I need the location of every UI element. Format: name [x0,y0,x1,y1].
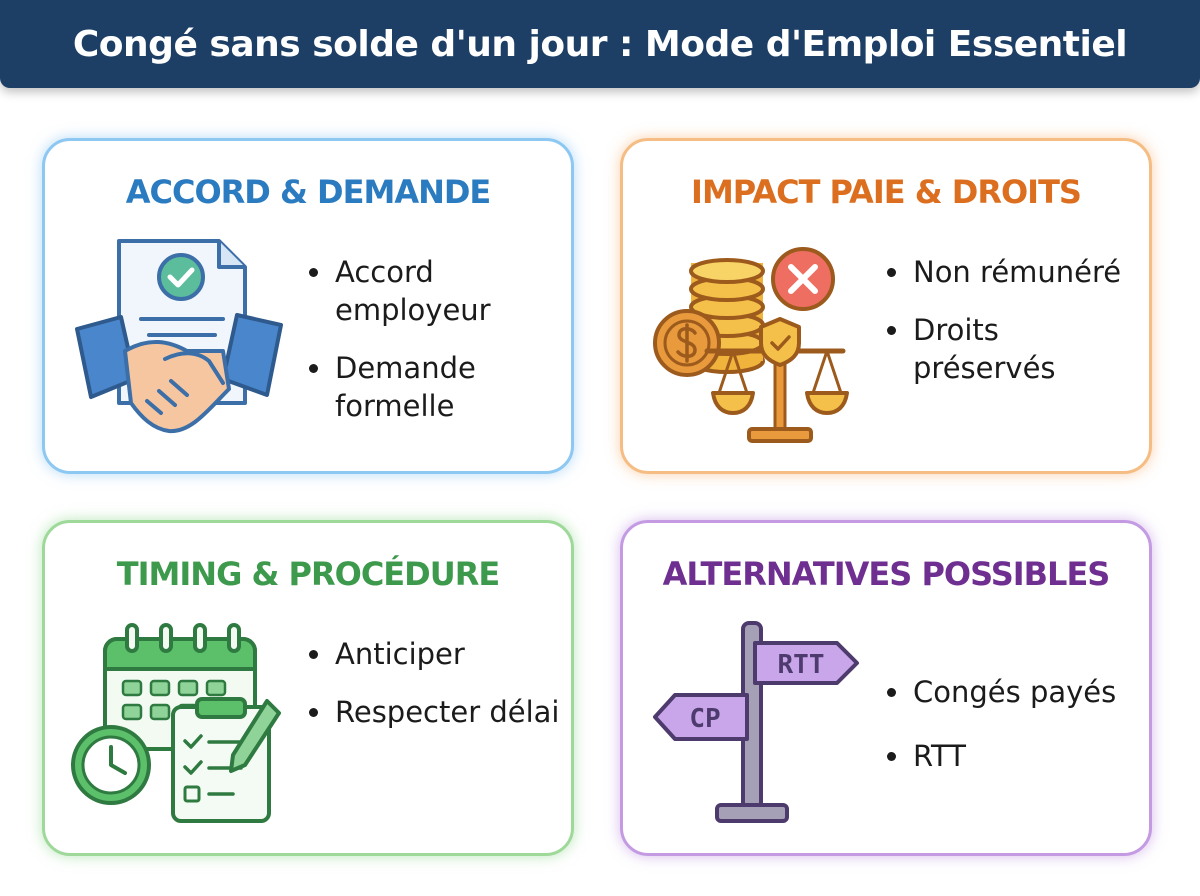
list-item: Congés payés [885,673,1145,711]
card-title: TIMING & PROCÉDURE [116,555,500,593]
sign-label-cp: CP [689,704,720,734]
list-item: Demande formelle [307,349,567,425]
card-title: ALTERNATIVES POSSIBLES [662,555,1111,593]
title-banner: Congé sans solde d'un jour : Mode d'Empl… [0,0,1200,88]
page-title: Congé sans solde d'un jour : Mode d'Empl… [72,23,1128,65]
card-title: IMPACT PAIE & DROITS [691,173,1082,211]
calendar-clock-clipboard-icon [71,623,281,823]
list-item: Anticiper [307,635,567,673]
bullet-list: Accord employeur Demande formelle [307,253,567,445]
handshake-document-icon [75,239,283,434]
card-timing-procedure: TIMING & PROCÉDURE [42,520,574,856]
card-title: ACCORD & DEMANDE [125,173,492,211]
sign-label-rtt: RTT [778,650,825,680]
list-item: Respecter délai [307,693,567,731]
bullet-list: Congés payés RTT [885,673,1145,801]
coins-scale-icon [653,247,849,443]
bullet-list: Anticiper Respecter délai [307,635,567,751]
card-impact-paie-droits: IMPACT PAIE & DROITS Non rémunéré Droits… [620,138,1152,474]
list-item: Non rémunéré [885,253,1145,291]
list-item: Accord employeur [307,253,567,329]
card-accord-demande: ACCORD & DEMANDE Accord employeur Demand… [42,138,574,474]
card-alternatives-possibles: ALTERNATIVES POSSIBLES RTT CP Congés pay… [620,520,1152,856]
list-item: Droits préservés [885,311,1145,387]
list-item: RTT [885,737,1145,775]
signpost-icon: RTT CP [653,621,859,823]
bullet-list: Non rémunéré Droits préservés [885,253,1145,407]
